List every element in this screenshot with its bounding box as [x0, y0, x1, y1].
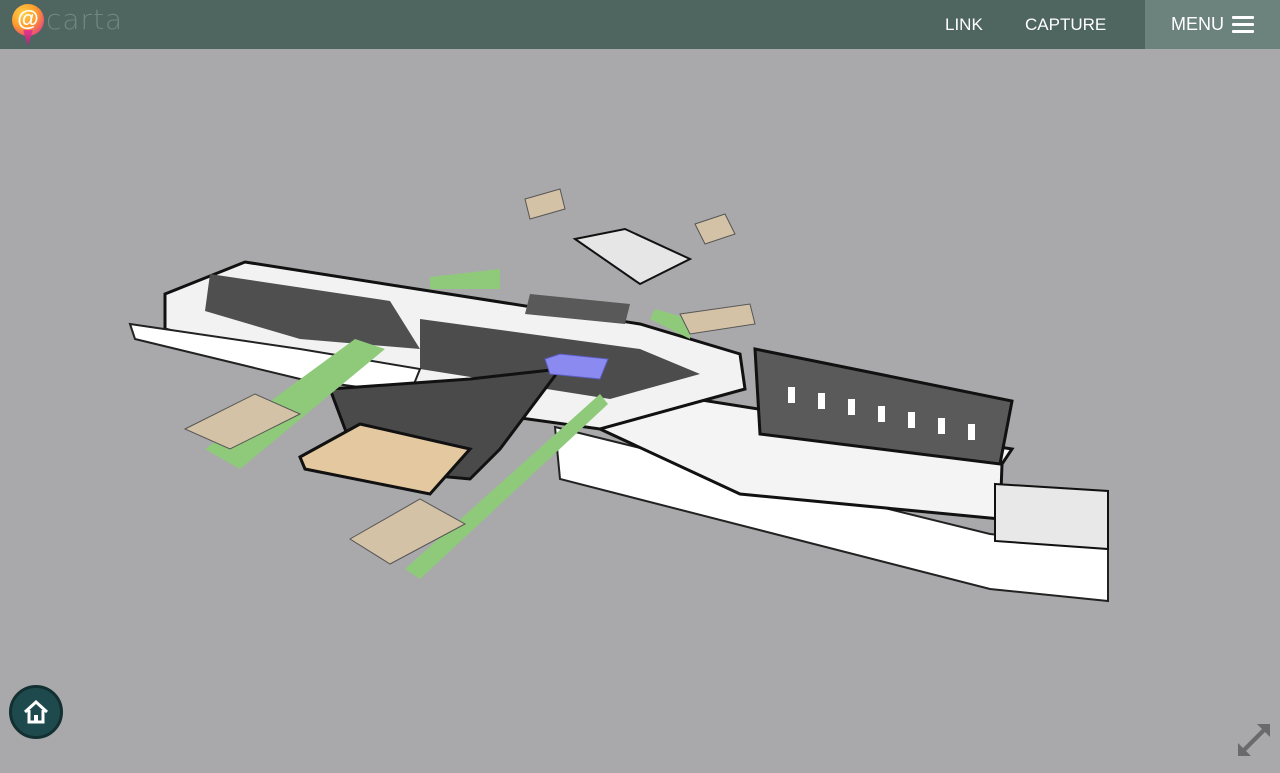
- expand-icon: [1238, 724, 1270, 756]
- logo-wordmark: carta: [46, 3, 124, 36]
- ramp-east: [679, 303, 756, 335]
- walkway-north-east: [650, 309, 690, 339]
- ramp-west: [183, 393, 302, 450]
- map-viewport[interactable]: [0, 49, 1280, 768]
- menu-label: MENU: [1171, 14, 1224, 34]
- expand-button[interactable]: [1234, 720, 1274, 760]
- ramp-north-east: [694, 213, 736, 245]
- top-bar: @ carta LINK CAPTURE MENU: [0, 0, 1280, 49]
- south-shop: [298, 422, 473, 496]
- location-pin-icon: @: [12, 3, 44, 36]
- east-wing-end-room: [994, 482, 1109, 551]
- walkway-north: [430, 269, 500, 289]
- ramp-south: [349, 498, 467, 565]
- west-hall-floor: [205, 274, 420, 349]
- carta-logo[interactable]: @ carta: [12, 3, 123, 36]
- hamburger-icon: [1232, 12, 1254, 37]
- capture-button[interactable]: CAPTURE: [1025, 15, 1107, 34]
- north-hall-floor: [525, 294, 630, 324]
- walkway-south: [405, 394, 608, 579]
- home-button[interactable]: [9, 685, 63, 739]
- logo-at-symbol: @: [17, 5, 39, 31]
- home-icon: [23, 699, 49, 724]
- menu-button[interactable]: MENU: [1145, 0, 1280, 49]
- north-east-room: [572, 227, 693, 286]
- east-wing-columns: [788, 387, 975, 440]
- highlighted-room: [544, 353, 609, 380]
- link-button[interactable]: LINK: [945, 15, 983, 34]
- ramp-north: [524, 188, 566, 220]
- 3d-floor-plan[interactable]: [0, 49, 1280, 768]
